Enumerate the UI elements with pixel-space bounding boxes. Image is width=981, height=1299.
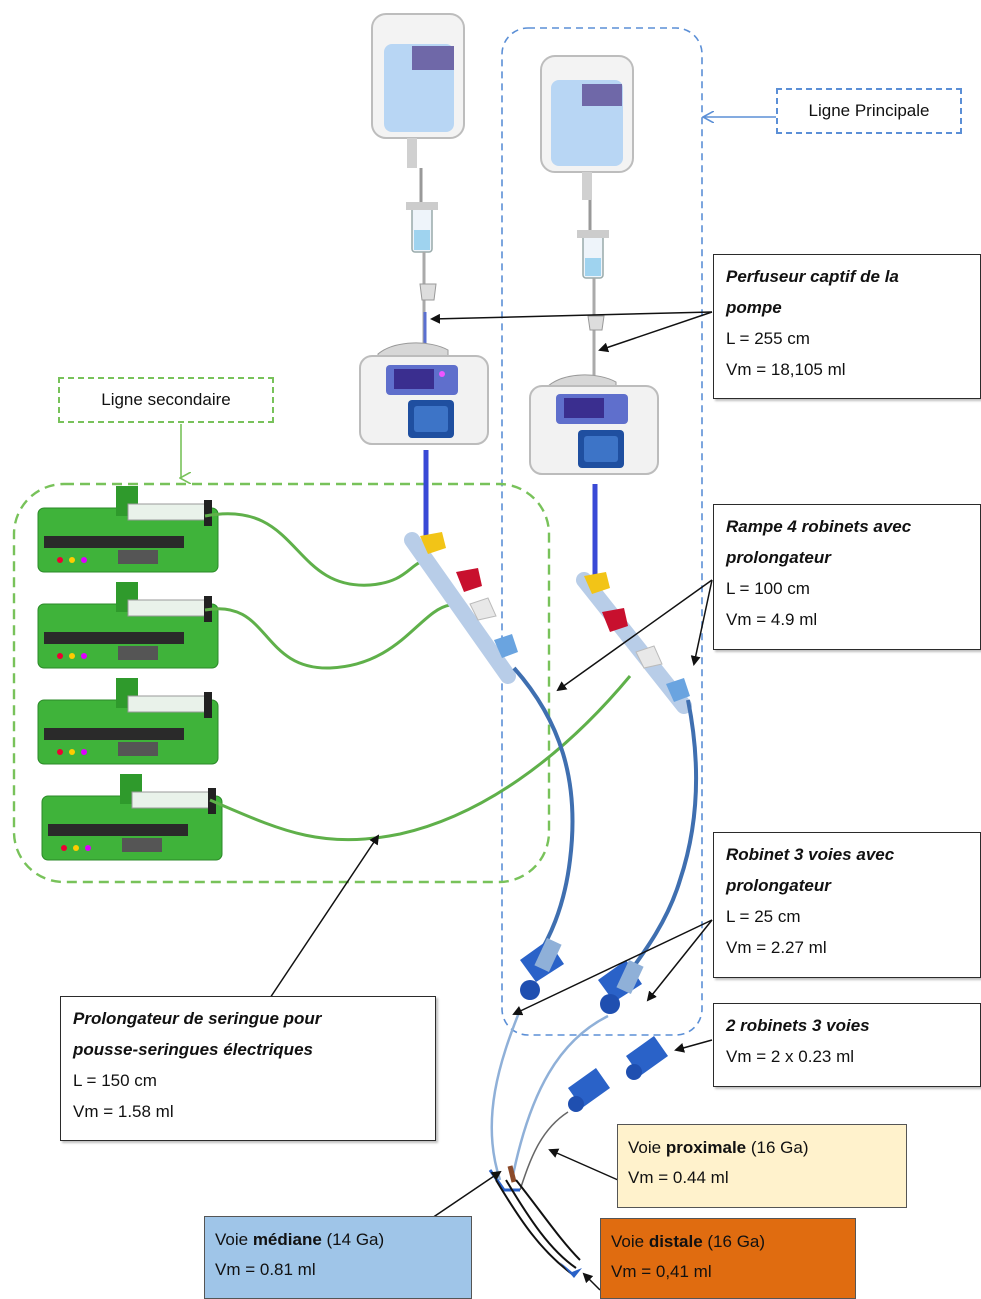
syringe-pump-1 xyxy=(37,486,219,573)
perfuseur-volume: Vm = 18,105 ml xyxy=(726,360,846,379)
rampe-title-line1: Rampe 4 robinets avec xyxy=(726,517,912,536)
voie-mediane-box: Voie médiane (14 Ga) Vm = 0.81 ml xyxy=(204,1216,472,1299)
voie-distale-title: Voie distale (16 Ga) xyxy=(611,1232,766,1251)
voie-mediane-volume: Vm = 0.81 ml xyxy=(215,1260,316,1279)
perfuseur-title-line2: pompe xyxy=(726,298,782,317)
robinet-3-voies-box: Robinet 3 voies avec prolongateur L = 25… xyxy=(713,832,981,978)
prolongateur-seringue-box: Prolongateur de seringue pour pousse-ser… xyxy=(60,996,436,1141)
two-stopcocks xyxy=(568,1036,668,1112)
extension-tube-left xyxy=(512,666,575,962)
syringe-tube-1 xyxy=(204,512,431,587)
iv-bag-right xyxy=(540,55,634,200)
perfuseur-title-line1: Perfuseur captif de la xyxy=(726,267,899,286)
volumetric-pump-left xyxy=(359,342,489,445)
arrow-two-stopcocks xyxy=(674,1039,713,1053)
stopcock-manifold-left xyxy=(404,532,518,684)
arrow-rampe-right xyxy=(690,579,713,666)
voie-proximale-title: Voie proximale (16 Ga) xyxy=(628,1138,809,1157)
robinet-title-line1: Robinet 3 voies avec xyxy=(726,845,895,864)
arrow-robinet-right xyxy=(646,919,713,1002)
voie-proximale-volume: Vm = 0.44 ml xyxy=(628,1168,729,1187)
arrow-voie-proximale xyxy=(548,1148,619,1181)
arrow-perfuseur-left xyxy=(430,311,713,324)
secondary-line-group-outline xyxy=(12,482,551,884)
deux-robinets-volume: Vm = 2 x 0.23 ml xyxy=(726,1047,855,1066)
syringe-tube-4 xyxy=(209,675,632,842)
arrow-rampe-left xyxy=(556,579,713,692)
main-line-group-outline xyxy=(501,27,703,1036)
syringe-tube-2 xyxy=(204,603,451,670)
catheter-line-2 xyxy=(510,1014,609,1181)
drip-chamber-right xyxy=(577,200,609,380)
drip-chamber-left xyxy=(406,168,438,350)
stopcock-manifold-right xyxy=(576,572,692,714)
arrow-robinet-left xyxy=(512,919,713,1016)
robinet-length: L = 25 cm xyxy=(726,907,801,926)
prolongateur-title-line2: pousse-seringues électriques xyxy=(73,1040,313,1059)
voie-proximale-box: Voie proximale (16 Ga) Vm = 0.44 ml xyxy=(617,1124,907,1208)
arrow-voie-mediane xyxy=(431,1170,502,1219)
robinet-volume: Vm = 2.27 ml xyxy=(726,938,827,957)
catheter-line-1 xyxy=(490,1009,522,1181)
three-way-stopcock-left xyxy=(520,938,564,1000)
three-way-stopcock-right xyxy=(598,960,644,1014)
ligne-principale-label: Ligne Principale xyxy=(776,88,962,134)
voie-mediane-title: Voie médiane (14 Ga) xyxy=(215,1230,385,1249)
voie-distale-box: Voie distale (16 Ga) Vm = 0,41 ml xyxy=(600,1218,856,1299)
rampe-box: Rampe 4 robinets avec prolongateur L = 1… xyxy=(713,504,981,650)
rampe-volume: Vm = 4.9 ml xyxy=(726,610,818,629)
rampe-length: L = 100 cm xyxy=(726,579,810,598)
catheter-line-3 xyxy=(519,1111,569,1191)
volumetric-pump-right xyxy=(529,374,659,475)
extension-tube-right xyxy=(622,699,699,982)
prolongateur-title-line1: Prolongateur de seringue pour xyxy=(73,1009,322,1028)
voie-distale-volume: Vm = 0,41 ml xyxy=(611,1262,712,1281)
central-venous-catheter xyxy=(488,1165,582,1278)
syringe-pump-2 xyxy=(37,582,219,669)
rampe-title-line2: prolongateur xyxy=(726,548,831,567)
iv-bag-left xyxy=(371,13,465,168)
arrow-prolongateur-seringue xyxy=(269,834,380,999)
robinet-title-line2: prolongateur xyxy=(726,876,831,895)
syringe-pump-3 xyxy=(37,678,219,765)
arrow-voie-distale xyxy=(582,1272,601,1291)
arrow-perfuseur-right xyxy=(598,311,713,353)
prolongateur-volume: Vm = 1.58 ml xyxy=(73,1102,174,1121)
syringe-pump-4 xyxy=(41,774,223,861)
deux-robinets-box: 2 robinets 3 voies Vm = 2 x 0.23 ml xyxy=(713,1003,981,1087)
prolongateur-length: L = 150 cm xyxy=(73,1071,157,1090)
ligne-secondaire-label: Ligne secondaire xyxy=(58,377,274,423)
deux-robinets-title: 2 robinets 3 voies xyxy=(726,1016,870,1035)
perfuseur-captif-box: Perfuseur captif de la pompe L = 255 cm … xyxy=(713,254,981,399)
perfuseur-length: L = 255 cm xyxy=(726,329,810,348)
